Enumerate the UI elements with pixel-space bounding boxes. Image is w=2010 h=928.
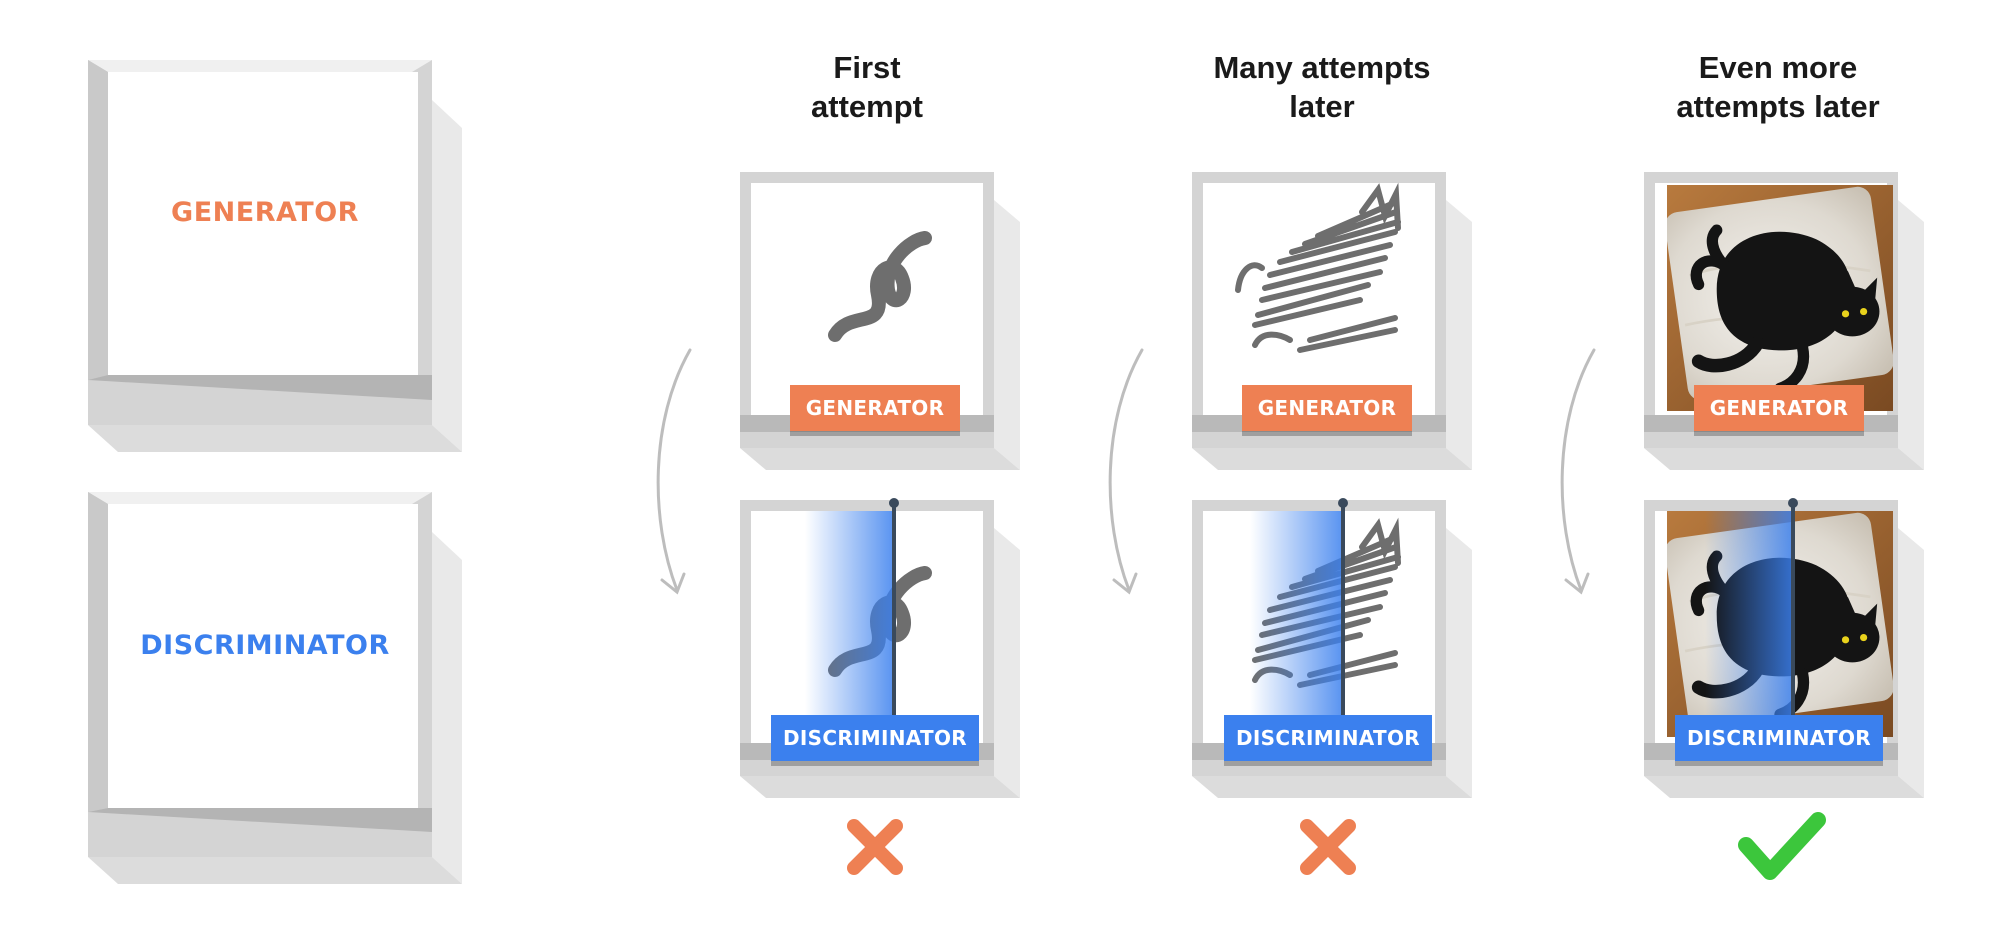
- discriminator-tag: DISCRIMINATOR: [1675, 715, 1883, 761]
- generator-tag: GENERATOR: [1694, 385, 1864, 431]
- discriminator-tag: DISCRIMINATOR: [771, 715, 979, 761]
- check-mark-icon: [1738, 812, 1826, 880]
- column-title-line: Even more: [1698, 50, 1858, 85]
- generator-tag: GENERATOR: [790, 385, 960, 431]
- column-title-many: Many attempts later: [1172, 48, 1472, 126]
- x-mark-icon: [847, 819, 903, 875]
- flow-arrow: [656, 348, 692, 595]
- column-title-line: First: [833, 50, 901, 85]
- column-title-first: First attempt: [717, 48, 1017, 126]
- black-cat-photo: [1663, 185, 1895, 411]
- flow-arrow: [1560, 348, 1596, 595]
- generator-tag: GENERATOR: [1242, 385, 1412, 431]
- column-title-line: attempts later: [1676, 89, 1880, 124]
- discriminator-scan-overlay: [805, 498, 1798, 743]
- column-title-line: later: [1289, 89, 1355, 124]
- discriminator-legend-block: [88, 492, 462, 884]
- discriminator-legend-label: DISCRIMINATOR: [140, 630, 390, 661]
- generator-legend-block: [88, 60, 462, 452]
- column-title-even-more: Even more attempts later: [1628, 48, 1928, 126]
- scribbled-cat-sketch: [1235, 182, 1401, 353]
- column-title-line: Many attempts: [1213, 50, 1431, 85]
- x-mark-icon: [1300, 819, 1356, 875]
- flow-arrow: [1108, 348, 1144, 595]
- squiggle-drawing: [828, 231, 932, 342]
- discriminator-tag: DISCRIMINATOR: [1224, 715, 1432, 761]
- generator-legend-label: GENERATOR: [171, 197, 359, 228]
- column-title-line: attempt: [811, 89, 923, 124]
